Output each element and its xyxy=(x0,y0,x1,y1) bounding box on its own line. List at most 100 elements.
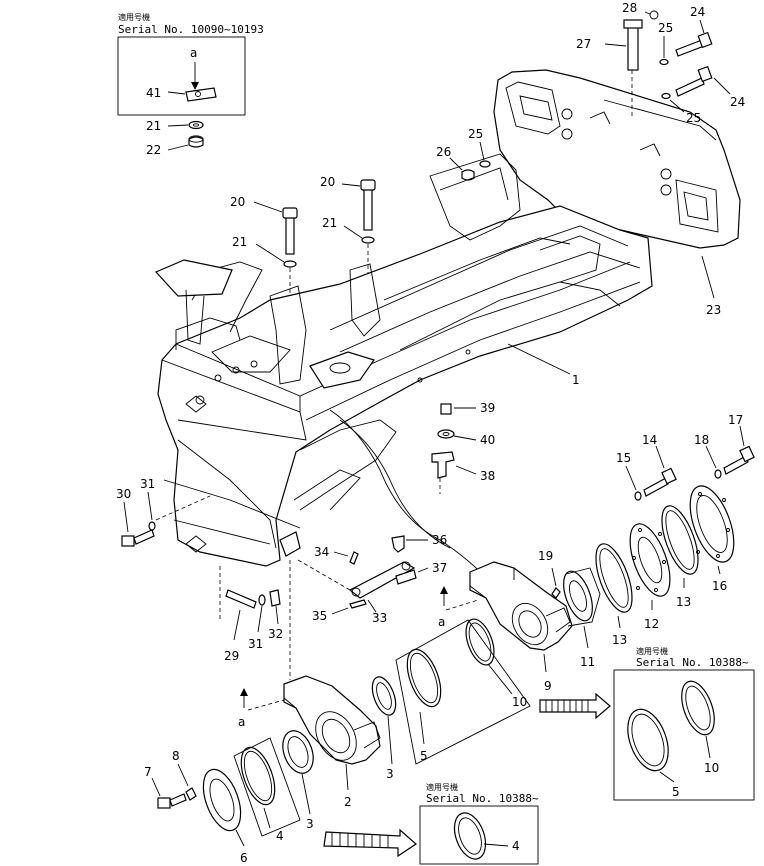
cover-part-6-face xyxy=(209,778,235,822)
inset-seal-part-4 xyxy=(453,812,487,860)
callout-2: 2 xyxy=(344,795,352,809)
leader-24-lower xyxy=(713,77,731,95)
callout-18: 18 xyxy=(694,433,709,447)
callout-33: 33 xyxy=(372,611,387,625)
frame-arm-lower xyxy=(293,469,361,511)
callout-21c: 21 xyxy=(232,235,247,249)
axle-support-bore-inner xyxy=(518,610,542,638)
ring-part-13-outer xyxy=(661,505,699,575)
bracket-part-38 xyxy=(431,451,455,479)
leader-30 xyxy=(123,501,129,533)
counterweight-bolt-hole-2 xyxy=(561,128,573,140)
ring-part-3-lower xyxy=(282,730,314,774)
leader-10-inset xyxy=(705,735,711,759)
callout-24b: 24 xyxy=(730,95,745,109)
view-arrowhead-upper xyxy=(440,586,448,594)
leader-15 xyxy=(625,465,637,491)
frame-lower-face xyxy=(163,479,301,529)
counterweight-pocket-left xyxy=(505,81,561,135)
cover-part-16-face xyxy=(696,495,728,553)
view-letter-lower: a xyxy=(238,715,245,729)
frame-mount-hole xyxy=(329,362,351,374)
frame-pivot-boss xyxy=(279,531,301,557)
washer-part-25-upper xyxy=(659,58,669,66)
bolt-head-20-right xyxy=(360,179,376,191)
view-dash-upper xyxy=(445,599,479,611)
callout-14: 14 xyxy=(642,433,657,447)
washer-part-40-hole xyxy=(442,432,450,436)
axle-support-part-9 xyxy=(469,561,573,651)
callout-20b: 20 xyxy=(230,195,245,209)
inset-frame xyxy=(117,36,246,116)
frame-inner-rail-2 xyxy=(383,237,571,301)
seal-part-4 xyxy=(240,746,276,806)
frame-hose-line xyxy=(329,409,489,581)
link-part-33 xyxy=(348,561,416,599)
washer-part-21-right xyxy=(361,236,375,244)
callout-27: 27 xyxy=(576,37,591,51)
plate-part-12-bore xyxy=(637,536,663,584)
leader-11 xyxy=(583,625,589,649)
view-letter: a xyxy=(190,46,197,60)
callout-35: 35 xyxy=(312,609,327,623)
ring-part-3-upper xyxy=(371,676,397,716)
leader-21-left xyxy=(255,243,285,263)
counterweight-clip-1 xyxy=(589,111,611,125)
callout-11: 11 xyxy=(580,655,595,669)
frame-hole-6 xyxy=(465,349,471,355)
callout-9: 9 xyxy=(544,679,552,693)
callout-3b: 3 xyxy=(306,817,314,831)
callout-22: 22 xyxy=(146,143,161,157)
leader-20-right xyxy=(341,183,361,187)
frame-rear-tower xyxy=(429,153,521,241)
frame-center-post-2 xyxy=(349,263,381,337)
leader-5-inset xyxy=(659,771,675,783)
inset-seal-part-5 xyxy=(627,708,669,772)
link-dash-left xyxy=(297,559,351,591)
plate-hole xyxy=(195,91,201,97)
washer-part-18 xyxy=(714,469,722,479)
callout-12: 12 xyxy=(644,617,659,631)
seal-part-4-bore xyxy=(243,750,273,802)
inset-seal-part-4-bore xyxy=(458,817,482,855)
leader-28 xyxy=(644,11,651,15)
frame-front-bracket xyxy=(175,317,241,350)
pin-part-37 xyxy=(395,569,417,585)
callout-4: 4 xyxy=(276,829,284,843)
inset-jp-note: 適用号機 xyxy=(118,12,150,22)
leader-38 xyxy=(455,465,477,475)
leader-21-right xyxy=(343,225,363,239)
inset-right-jp-note: 適用号機 xyxy=(636,646,668,656)
pin-part-35 xyxy=(349,599,367,609)
frame-marker-2 xyxy=(185,535,207,553)
leader-13-left xyxy=(617,615,621,629)
callout-17: 17 xyxy=(728,413,743,427)
inset-bottom-serial: Serial No. 10388~ xyxy=(426,792,539,805)
frame-dash-lines xyxy=(219,560,291,680)
frame-marker-1 xyxy=(185,395,207,413)
leader-16 xyxy=(717,565,721,575)
pin-head xyxy=(623,19,643,29)
link-eye-2 xyxy=(401,561,411,571)
callout-20: 20 xyxy=(320,175,335,189)
callout-15: 15 xyxy=(616,451,631,465)
washer-part-21 xyxy=(188,120,204,130)
callout-36: 36 xyxy=(432,533,447,547)
leader-23 xyxy=(701,255,715,299)
main-frame-part-1 xyxy=(154,153,653,581)
ring-part-13-outer-bore xyxy=(665,510,695,570)
leader-8 xyxy=(177,763,189,787)
bolt-part-20-left xyxy=(285,213,295,255)
ring-part-13-inner xyxy=(595,543,633,613)
frame-left-rail-bottom xyxy=(305,281,641,421)
leader-7 xyxy=(151,777,161,797)
bolt-head-20-left xyxy=(282,207,298,219)
plate-part-12 xyxy=(629,523,671,597)
counterweight-bolt-hole-1 xyxy=(561,108,573,120)
callout-30: 30 xyxy=(116,487,131,501)
view-arrowhead xyxy=(191,82,199,90)
callout-13b: 13 xyxy=(676,595,691,609)
counterweight-pocket-right xyxy=(675,179,719,233)
callout-5: 5 xyxy=(420,749,428,763)
leader-25-mid xyxy=(479,141,485,161)
